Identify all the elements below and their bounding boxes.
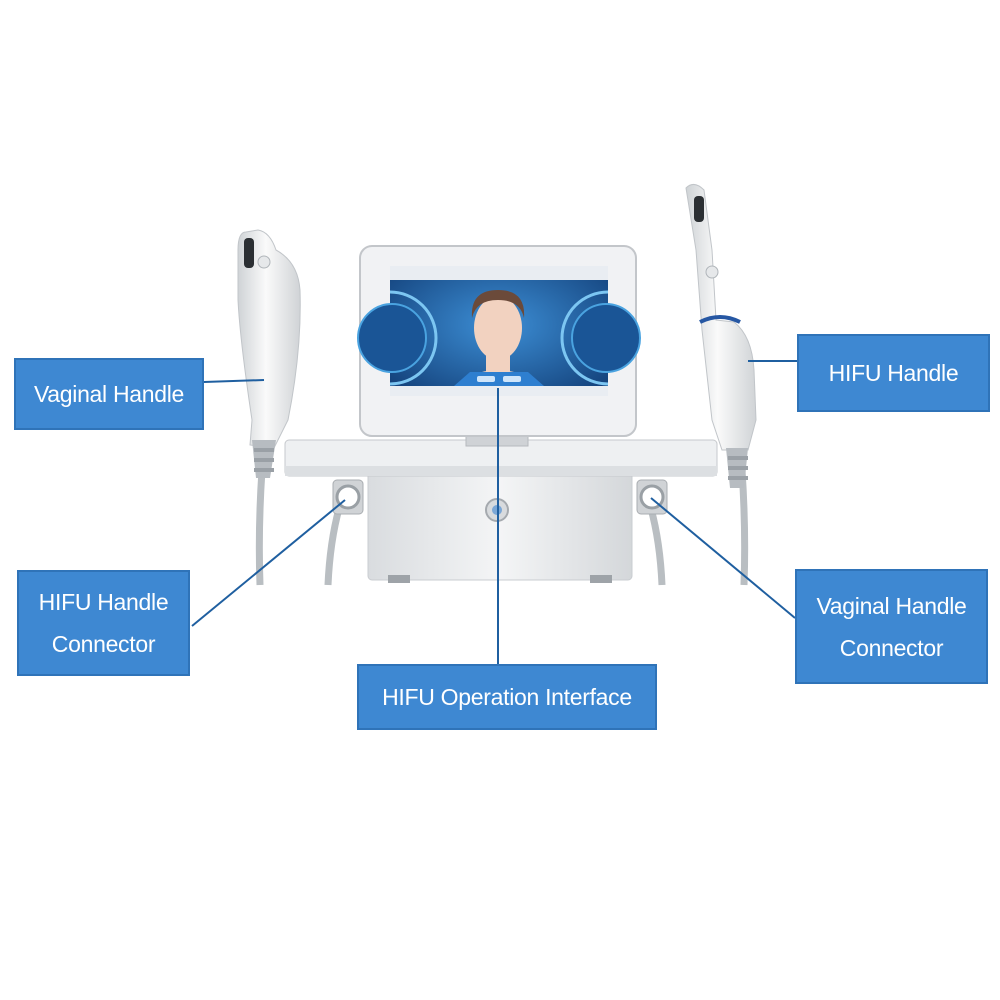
leader-vaginal-handle	[203, 379, 265, 383]
vaginal-handle-label-text: Vaginal Handle	[33, 381, 185, 407]
face-graphic	[474, 296, 522, 360]
vaginal-handle-connector-line2: Connector	[839, 634, 944, 661]
left-connector-cable	[324, 504, 344, 586]
right-connector-cable	[646, 504, 666, 586]
vaginal-handle-illustration	[237, 229, 301, 478]
hifu-operation-interface-label-text: HIFU Operation Interface	[382, 684, 632, 710]
hifu-handle-connector-label: HIFU Handle Connector	[17, 570, 190, 676]
hifu-handle-connector-line2: Connector	[51, 631, 156, 657]
device-base	[367, 469, 633, 581]
hifu-handle-connector-line1: HIFU Handle	[38, 589, 169, 615]
leader-hifu-connector	[191, 499, 346, 627]
leader-vaginal-connector	[650, 497, 796, 619]
left-cable	[255, 469, 266, 586]
hifu-handle-label-text: HIFU Handle	[828, 360, 959, 386]
hifu-handle-illustration	[685, 184, 757, 488]
hifu-handle-label: HIFU Handle	[797, 334, 990, 412]
vaginal-handle-connector-label: Vaginal Handle Connector	[795, 569, 988, 684]
hifu-operation-interface-label: HIFU Operation Interface	[357, 664, 657, 730]
vaginal-handle-label: Vaginal Handle	[14, 358, 204, 430]
vaginal-handle-connector-line1: Vaginal Handle	[816, 592, 967, 619]
